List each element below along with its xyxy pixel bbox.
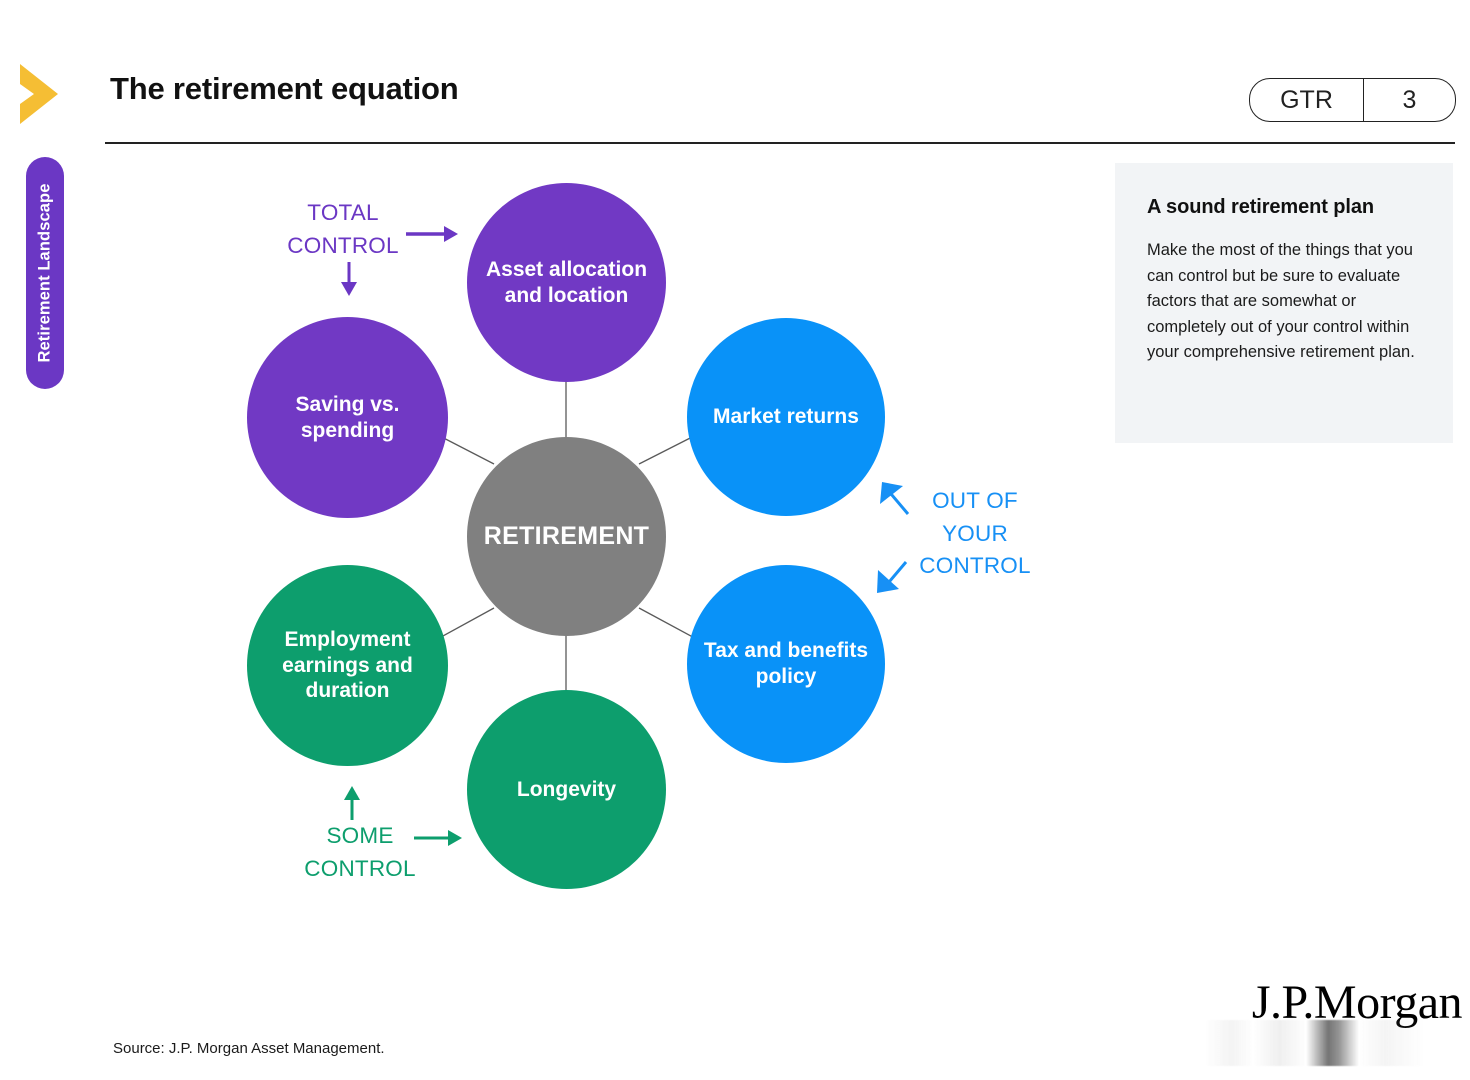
node-employment-earnings-label: Employment earnings and duration bbox=[282, 628, 413, 703]
annotation-out-upleft-arrow bbox=[880, 482, 910, 515]
info-panel-body: Make the most of the things that you can… bbox=[1147, 241, 1415, 361]
annotation-out-downleft-arrow bbox=[877, 561, 908, 593]
node-employment-earnings[interactable]: Employment earnings and duration bbox=[247, 565, 448, 766]
node-saving-vs-spending-label: Saving vs. spending bbox=[295, 392, 400, 442]
source-note: Source: J.P. Morgan Asset Management. bbox=[113, 1040, 385, 1057]
annotation-out-line3: CONTROL bbox=[919, 553, 1031, 579]
annotation-out-line1: OUT OF bbox=[932, 488, 1018, 513]
annotation-some-control-right-arrow bbox=[414, 830, 462, 846]
node-asset-allocation[interactable]: Asset allocation and location bbox=[467, 183, 666, 382]
node-longevity[interactable]: Longevity bbox=[467, 690, 666, 889]
annotation-total-control-line1: TOTAL bbox=[307, 200, 379, 225]
info-panel-title: A sound retirement plan bbox=[1147, 196, 1374, 218]
node-tax-benefits-policy[interactable]: Tax and benefits policy bbox=[687, 565, 885, 763]
retirement-equation-diagram: RETIREMENT Asset allocation and location… bbox=[247, 183, 1050, 889]
badge-code: GTR bbox=[1250, 79, 1364, 121]
node-retirement-label: RETIREMENT bbox=[483, 522, 650, 551]
info-panel: A sound retirement plan Make the most of… bbox=[1115, 163, 1453, 443]
annotation-total-control-down-arrow bbox=[341, 262, 357, 296]
page-title: The retirement equation bbox=[110, 71, 459, 106]
annotation-total-control: TOTAL CONTROL bbox=[262, 197, 424, 262]
sidebar-tab-retirement-landscape[interactable]: Retirement Landscape bbox=[26, 157, 64, 389]
node-saving-vs-spending[interactable]: Saving vs. spending bbox=[247, 317, 448, 518]
node-market-returns-label: Market returns bbox=[713, 405, 859, 429]
node-market-returns[interactable]: Market returns bbox=[687, 318, 885, 516]
annotation-some-control-line2: CONTROL bbox=[304, 855, 416, 881]
annotation-total-control-arrows bbox=[406, 226, 458, 242]
node-longevity-label: Longevity bbox=[516, 777, 617, 801]
node-asset-allocation-label: Asset allocation and location bbox=[485, 257, 648, 307]
node-tax-benefits-policy-label: Tax and benefits policy bbox=[703, 639, 869, 688]
annotation-out-line2: YOUR bbox=[942, 520, 1008, 546]
logo-watermark bbox=[1205, 1020, 1425, 1066]
gtr-page-badge: GTR 3 bbox=[1249, 78, 1456, 122]
node-retirement[interactable]: RETIREMENT bbox=[467, 437, 666, 636]
annotation-some-control-line1: SOME bbox=[326, 823, 394, 848]
annotation-out-of-your-control: OUT OF YOUR CONTROL bbox=[900, 485, 1050, 583]
header-divider bbox=[105, 142, 1455, 144]
badge-page-number: 3 bbox=[1402, 85, 1417, 114]
annotation-some-control: SOME CONTROL bbox=[288, 820, 432, 885]
annotation-some-control-up-arrow bbox=[344, 786, 360, 820]
chevron-right-icon bbox=[10, 58, 66, 130]
annotation-total-control-line2: CONTROL bbox=[287, 232, 399, 258]
